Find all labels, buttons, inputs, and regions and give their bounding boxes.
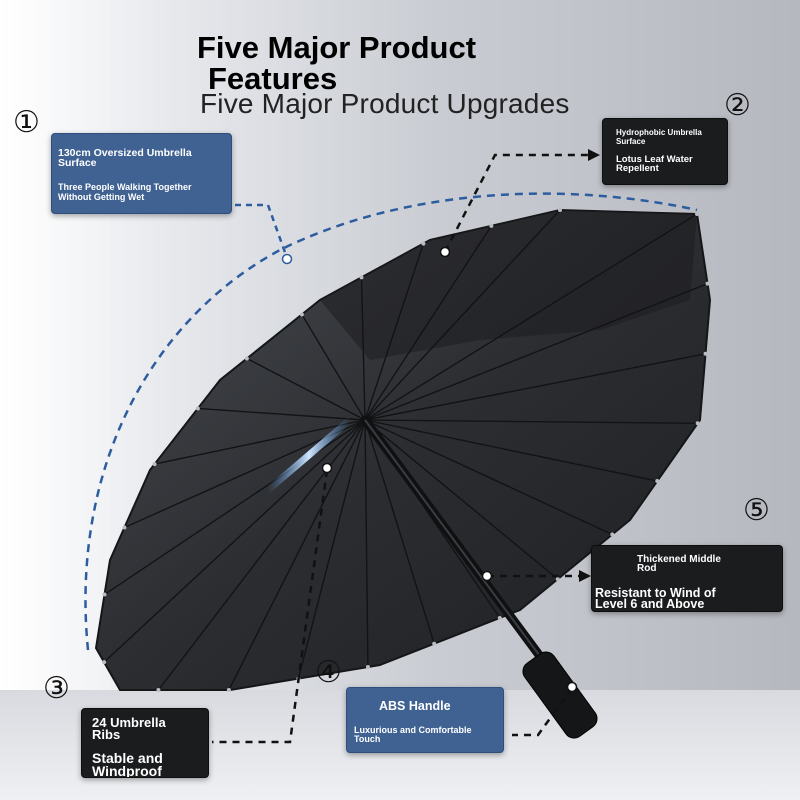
page-title-line-2: Features [208,61,338,96]
umbrella-rib [364,419,559,580]
callout-middle-rod: Thickened Middle Rod Resistant to Wind o… [591,545,783,612]
callout-umbrella-size: 130cm Oversized Umbrella Surface Three P… [51,133,232,214]
callout-umbrella-ribs-detail: Stable and Windproof [92,750,163,778]
callout-abs-handle-detail: Luxurious and Comfortable Touch [354,725,472,744]
rib-tip [122,525,127,530]
callout-water-repellent-headline: Hydrophobic Umbrella Surface [616,128,702,146]
callout-abs-handle: ABS Handle Luxurious and Comfortable Tou… [346,687,504,753]
size-pointer [84,192,698,651]
umbrella-rib [301,314,366,421]
rib-highlight [264,416,354,494]
callout-umbrella-ribs: 24 Umbrella Ribs Stable and Windproof [81,708,209,778]
rib-tip [695,421,700,426]
umbrella-rib [246,357,366,421]
marker-2: ② [724,89,751,122]
water-dot [439,246,451,258]
rib-tip [655,479,660,484]
rib-tip [152,462,157,467]
umbrella-rib [364,243,425,421]
ribs-pointer [212,469,329,744]
callout-middle-rod-detail: Resistant to Wind of Level 6 and Above [595,586,716,611]
rod-dot [481,570,493,582]
marker-4: ④ [315,656,342,689]
umbrella-rib [154,419,366,465]
callout-umbrella-ribs-headline: 24 Umbrella Ribs [92,715,166,742]
rib-tip [703,351,708,356]
marker-1: ① [13,106,40,139]
umbrella-rib [364,353,706,421]
callout-water-repellent: Hydrophobic Umbrella Surface Lotus Leaf … [602,118,728,185]
callout-umbrella-size-headline: 130cm Oversized Umbrella Surface [58,147,192,169]
page-subtitle: Five Major Product Upgrades [200,88,570,119]
rib-tip [156,688,161,692]
rib-tip [705,281,710,286]
rib-tip [610,532,615,537]
marker-5: ⑤ [743,494,770,527]
rib-tip [226,688,231,692]
umbrella-rib [364,225,492,421]
rib-tip [102,660,107,665]
umbrella-rib [197,407,366,421]
umbrella-rib [364,209,561,421]
rib-tip [244,356,249,361]
umbrella-rib [228,419,366,691]
rib-tip [365,665,370,670]
rib-tip [359,275,364,280]
water-arrowhead [588,149,600,161]
umbrella-shaft [360,415,570,695]
rib-tip [432,641,437,646]
rib-tip [489,223,494,228]
page-title-line-1: Five Major Product [197,30,477,65]
callout-middle-rod-headline: Thickened Middle Rod [637,554,721,574]
rib-tip [555,577,560,582]
handle-pointer [512,687,574,737]
rib-tip [195,406,200,411]
umbrella-rib [364,419,658,482]
umbrella-rib [103,419,366,663]
umbrella-rib [364,213,698,421]
callout-umbrella-size-detail: Three People Walking Together Without Ge… [58,182,192,202]
umbrella-rib [297,419,366,679]
umbrella-canopy [94,208,712,691]
rib-tip [299,312,304,317]
umbrella-handle [522,651,598,739]
rib-tip [102,592,107,597]
ribs-dot [321,462,333,474]
umbrella-rib [364,283,708,421]
water-pointer [443,153,590,253]
handle-dot [566,681,578,693]
callout-water-repellent-detail: Lotus Leaf Water Repellent [616,154,693,174]
rib-tip [558,208,562,212]
umbrella-rib [364,419,698,424]
rib-tip [695,212,699,216]
umbrella-rib [364,419,613,536]
rib-tip [497,615,502,620]
rod-arrowhead [579,570,591,582]
umbrella-rib [364,419,435,644]
marker-3: ③ [43,672,70,705]
umbrella-rib [104,419,366,596]
umbrella-rib [364,419,369,668]
callout-abs-handle-headline: ABS Handle [379,699,451,713]
rib-tip [421,241,426,246]
umbrella-rib [360,277,366,421]
